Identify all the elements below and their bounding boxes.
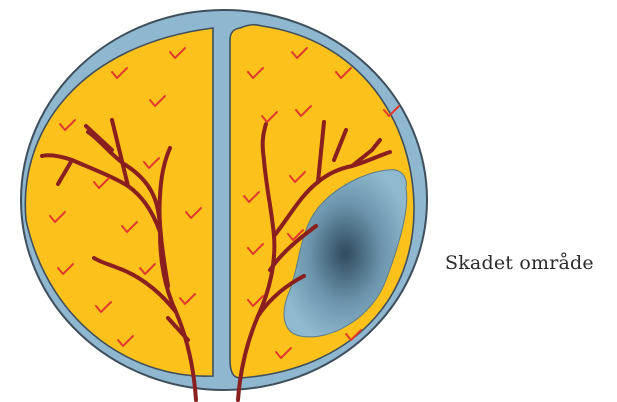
damaged-area-label: Skadet område	[445, 252, 594, 274]
left-lobe	[25, 28, 213, 376]
